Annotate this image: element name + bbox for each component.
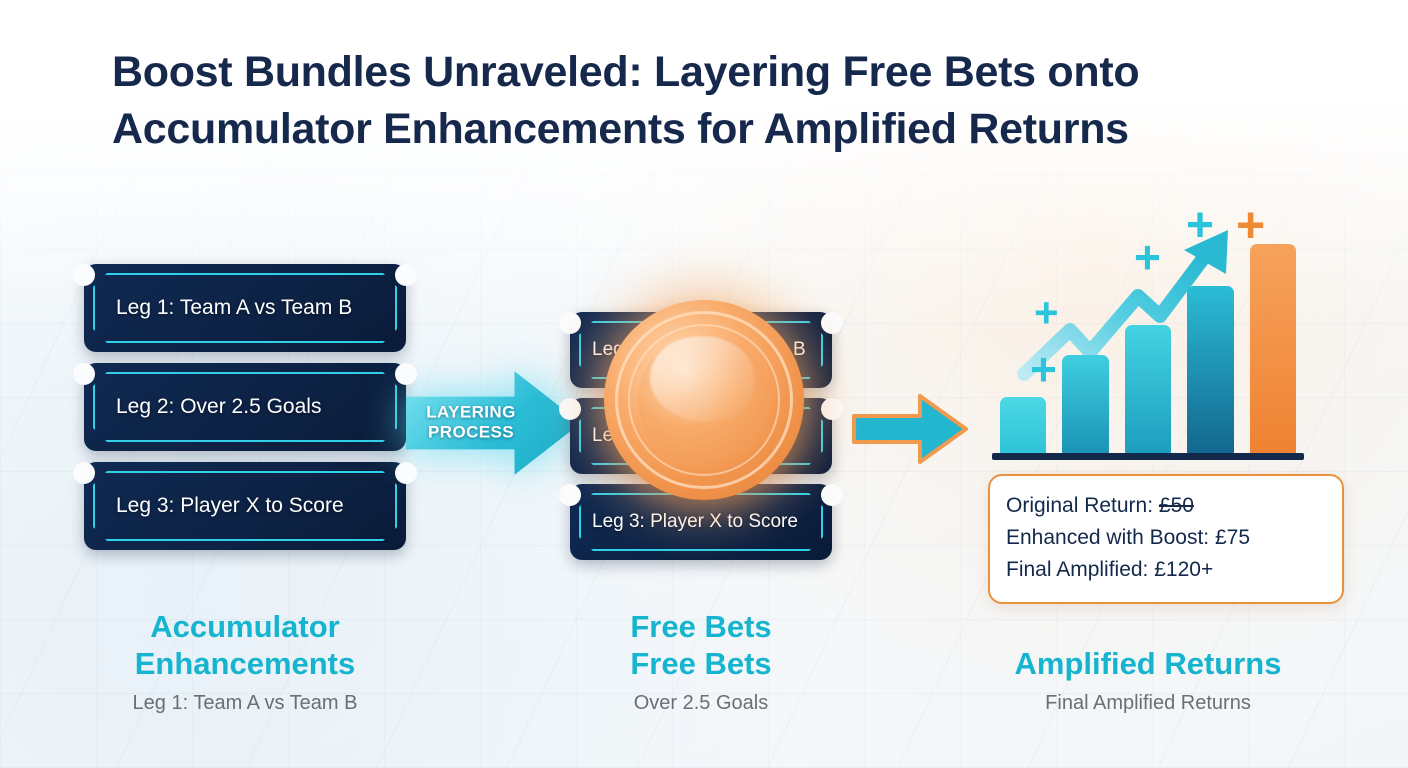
ticket-label: Leg 1: Team A vs Team B xyxy=(116,296,353,319)
chart-bar-2 xyxy=(1062,355,1109,454)
growth-arrow-head xyxy=(1184,230,1228,274)
caption-subtext: Over 2.5 Goals xyxy=(633,692,769,715)
layering-label-line-1: LAYERING xyxy=(426,402,516,422)
ticket-leg-3: Leg 3: Player X to Score xyxy=(73,462,417,550)
ticket-notch-right xyxy=(821,312,843,334)
page-title: Boost Bundles Unraveled: Layering Free B… xyxy=(112,44,1327,158)
plus-icon-1: + xyxy=(1030,343,1057,395)
accumulator-ticket-stack: Leg 1: Team A vs Team B Leg 2: Over 2.5 … xyxy=(73,264,417,561)
coin-gloss-highlight xyxy=(650,336,754,422)
free-bet-coin-icon xyxy=(604,300,804,500)
caption-subtext: Final Amplified Returns xyxy=(1045,692,1251,715)
ticket-inner-border xyxy=(93,372,397,442)
ticket-notch-right xyxy=(395,363,417,385)
caption-free-bets: Free Bets Free Bets Over 2.5 Goals xyxy=(556,608,846,715)
arrow-shape xyxy=(852,394,968,464)
amplify-arrow-icon xyxy=(852,394,968,464)
plus-icon-4: + xyxy=(1186,199,1215,252)
ticket-notch-right xyxy=(821,484,843,506)
ticket-notch-left xyxy=(559,312,581,334)
results-summary-box: Original Return: £50 Enhanced with Boost… xyxy=(988,474,1344,604)
result-line-original: Original Return: £50 xyxy=(1006,490,1326,522)
ticket-notch-left xyxy=(73,363,95,385)
title-line-2: Accumulator Enhancements for Amplified R… xyxy=(112,104,1129,153)
growth-arrow-line xyxy=(1017,237,1221,381)
caption-accumulator: Accumulator Enhancements Leg 1: Team A v… xyxy=(84,608,406,715)
layering-label-line-2: PROCESS xyxy=(428,423,514,442)
chart-bar-5 xyxy=(1249,244,1297,454)
ticket-label: Leg 3: Player X to Score xyxy=(116,494,344,517)
layering-process-label: LAYERING PROCESS xyxy=(416,403,526,444)
ticket-notch-right xyxy=(395,462,417,484)
original-return-label: Original Return: xyxy=(1006,494,1159,517)
ticket-notch-left xyxy=(73,462,95,484)
chart-bar-4 xyxy=(1187,286,1234,454)
caption-heading: Accumulator Enhancements xyxy=(84,608,406,682)
chart-baseline xyxy=(992,453,1304,460)
chart-bar-3 xyxy=(1124,325,1172,454)
caption-heading-line-1: Accumulator xyxy=(150,609,340,644)
ticket-label: Leg 2: Over 2.5 Goals xyxy=(116,395,322,418)
caption-amplified-returns: Amplified Returns Final Amplified Return… xyxy=(988,645,1308,715)
caption-heading-line-1: Free Bets xyxy=(630,609,772,644)
ticket-leg-2: Leg 2: Over 2.5 Goals xyxy=(73,363,417,451)
caption-heading-line-1: Amplified Returns xyxy=(1014,646,1282,681)
plus-icon-5: + xyxy=(1236,197,1266,253)
result-line-final: Final Amplified: £120+ xyxy=(1006,557,1214,581)
ticket-inner-border xyxy=(93,471,397,541)
caption-heading-line-2: Enhancements xyxy=(134,646,356,682)
caption-heading: Amplified Returns xyxy=(988,645,1308,682)
title-line-1: Boost Bundles Unraveled: Layering Free B… xyxy=(112,48,1140,96)
ticket-notch-right xyxy=(395,264,417,286)
ticket-notch-left xyxy=(73,264,95,286)
caption-heading-line-2: Free Bets xyxy=(630,646,772,682)
chart-bar-1 xyxy=(1000,397,1047,454)
ticket-inner-border xyxy=(93,273,397,343)
ticket-label: Leg 3: Player X to Score xyxy=(592,511,798,532)
caption-heading: Free Bets Free Bets xyxy=(556,608,846,682)
ticket-notch-left xyxy=(559,398,581,420)
amplified-returns-chart: + + + + + xyxy=(992,196,1304,464)
original-return-value: £50 xyxy=(1158,494,1194,517)
layering-process-arrow: LAYERING PROCESS xyxy=(406,368,581,478)
caption-subtext: Leg 1: Team A vs Team B xyxy=(132,692,358,715)
ticket-leg-1: Leg 1: Team A vs Team B xyxy=(73,264,417,352)
ticket-notch-right xyxy=(821,398,843,420)
chart-bars xyxy=(1000,230,1297,454)
result-line-enhanced: Enhanced with Boost: £75 xyxy=(1006,525,1251,549)
plus-icon-2: + xyxy=(1034,289,1059,336)
ticket-notch-left xyxy=(559,484,581,506)
growth-arrow-icon xyxy=(1017,230,1228,381)
plus-icon-3: + xyxy=(1134,231,1161,283)
